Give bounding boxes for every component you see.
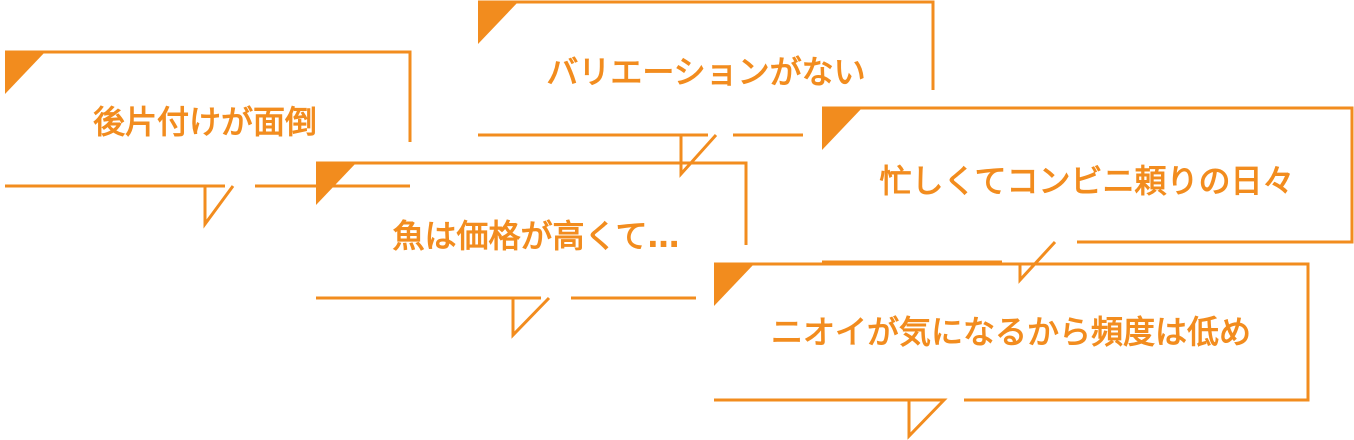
corner-triangle (714, 264, 754, 306)
speech-bubble-1: 後片付けが面倒 (5, 50, 412, 229)
bubble-text: 魚は価格が高くて… (392, 217, 679, 255)
corner-triangle (478, 2, 518, 44)
bubble-text: 忙しくてコンビニ頼りの日々 (879, 162, 1294, 200)
corner-triangle (822, 108, 862, 150)
bubble-outline (822, 106, 1354, 284)
bubble-outline (714, 262, 1310, 440)
speech-bubble-5: ニオイが気になるから頻度は低め (714, 262, 1310, 440)
speech-bubble-3: バリエーションがない (478, 0, 935, 178)
bubble-text: ニオイが気になるから頻度は低め (771, 313, 1251, 351)
speech-bubble-4: 忙しくてコンビニ頼りの日々 (822, 106, 1354, 284)
bubble-outline (316, 161, 748, 339)
bubble-text: バリエーションがない (546, 53, 865, 91)
bubble-text: 後片付けが面倒 (93, 103, 317, 141)
bubble-outline (478, 0, 935, 178)
corner-triangle (316, 163, 356, 205)
corner-triangle (5, 52, 45, 94)
speech-bubble-2: 魚は価格が高くて… (316, 161, 748, 339)
